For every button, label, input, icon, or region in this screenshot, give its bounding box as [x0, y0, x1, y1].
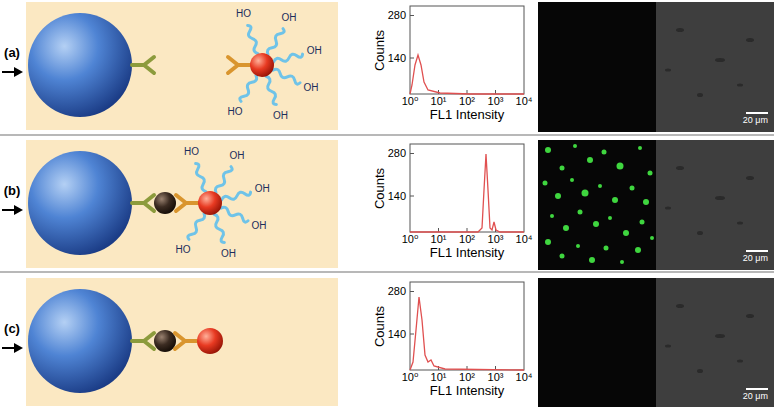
tick-label: 10³: [488, 234, 504, 245]
hydroxyl-label: OH: [307, 46, 322, 56]
hydroxyl-label: OH: [251, 221, 266, 231]
axis-title: FL1 Intensity: [430, 246, 504, 259]
panel-letter: (c): [4, 322, 20, 335]
tick-label: 280: [388, 286, 406, 297]
hydroxyl-label: OH: [230, 151, 245, 161]
scale-bar-label: 20 μm: [743, 392, 768, 401]
axis-title: FL1 Intensity: [430, 384, 504, 397]
tick-label: 10⁴: [516, 234, 533, 245]
scale-bar-label: 20 μm: [743, 254, 768, 263]
tick-label: 10¹: [431, 234, 447, 245]
hydroxyl-label: OH: [255, 184, 270, 194]
tick-label: 10⁴: [516, 96, 533, 107]
tick-label: 280: [388, 10, 406, 21]
tick-label: 10³: [488, 372, 504, 383]
axis-title: Counts: [373, 167, 386, 208]
hydroxyl-label: OH: [221, 249, 236, 259]
axis-title: Counts: [373, 305, 386, 346]
tick-label: 10²: [459, 234, 475, 245]
tick-label: 140: [388, 53, 406, 64]
tick-label: 140: [388, 191, 406, 202]
scale-bar-label: 20 μm: [743, 116, 768, 125]
panel-letter: (b): [4, 184, 21, 197]
hydroxyl-label: OH: [303, 83, 318, 93]
tick-label: 10²: [459, 372, 475, 383]
tick-label: 10⁰: [402, 234, 419, 245]
hydroxyl-label: HO: [184, 147, 199, 157]
tick-label: 10¹: [431, 372, 447, 383]
tick-label: 10⁴: [516, 372, 533, 383]
hydroxyl-label: HO: [228, 107, 243, 117]
hydroxyl-label: OH: [273, 111, 288, 121]
tick-label: 10⁰: [402, 96, 419, 107]
tick-label: 10⁰: [402, 372, 419, 383]
tick-label: 10²: [459, 96, 475, 107]
tick-label: 140: [388, 329, 406, 340]
tick-label: 10³: [488, 96, 504, 107]
axis-title: FL1 Intensity: [430, 108, 504, 121]
tick-label: 10¹: [431, 96, 447, 107]
hydroxyl-label: HO: [176, 245, 191, 255]
panel-letter: (a): [4, 46, 20, 59]
tick-label: 280: [388, 148, 406, 159]
hydroxyl-label: HO: [236, 9, 251, 19]
axis-title: Counts: [373, 29, 386, 70]
hydroxyl-label: OH: [282, 13, 297, 23]
